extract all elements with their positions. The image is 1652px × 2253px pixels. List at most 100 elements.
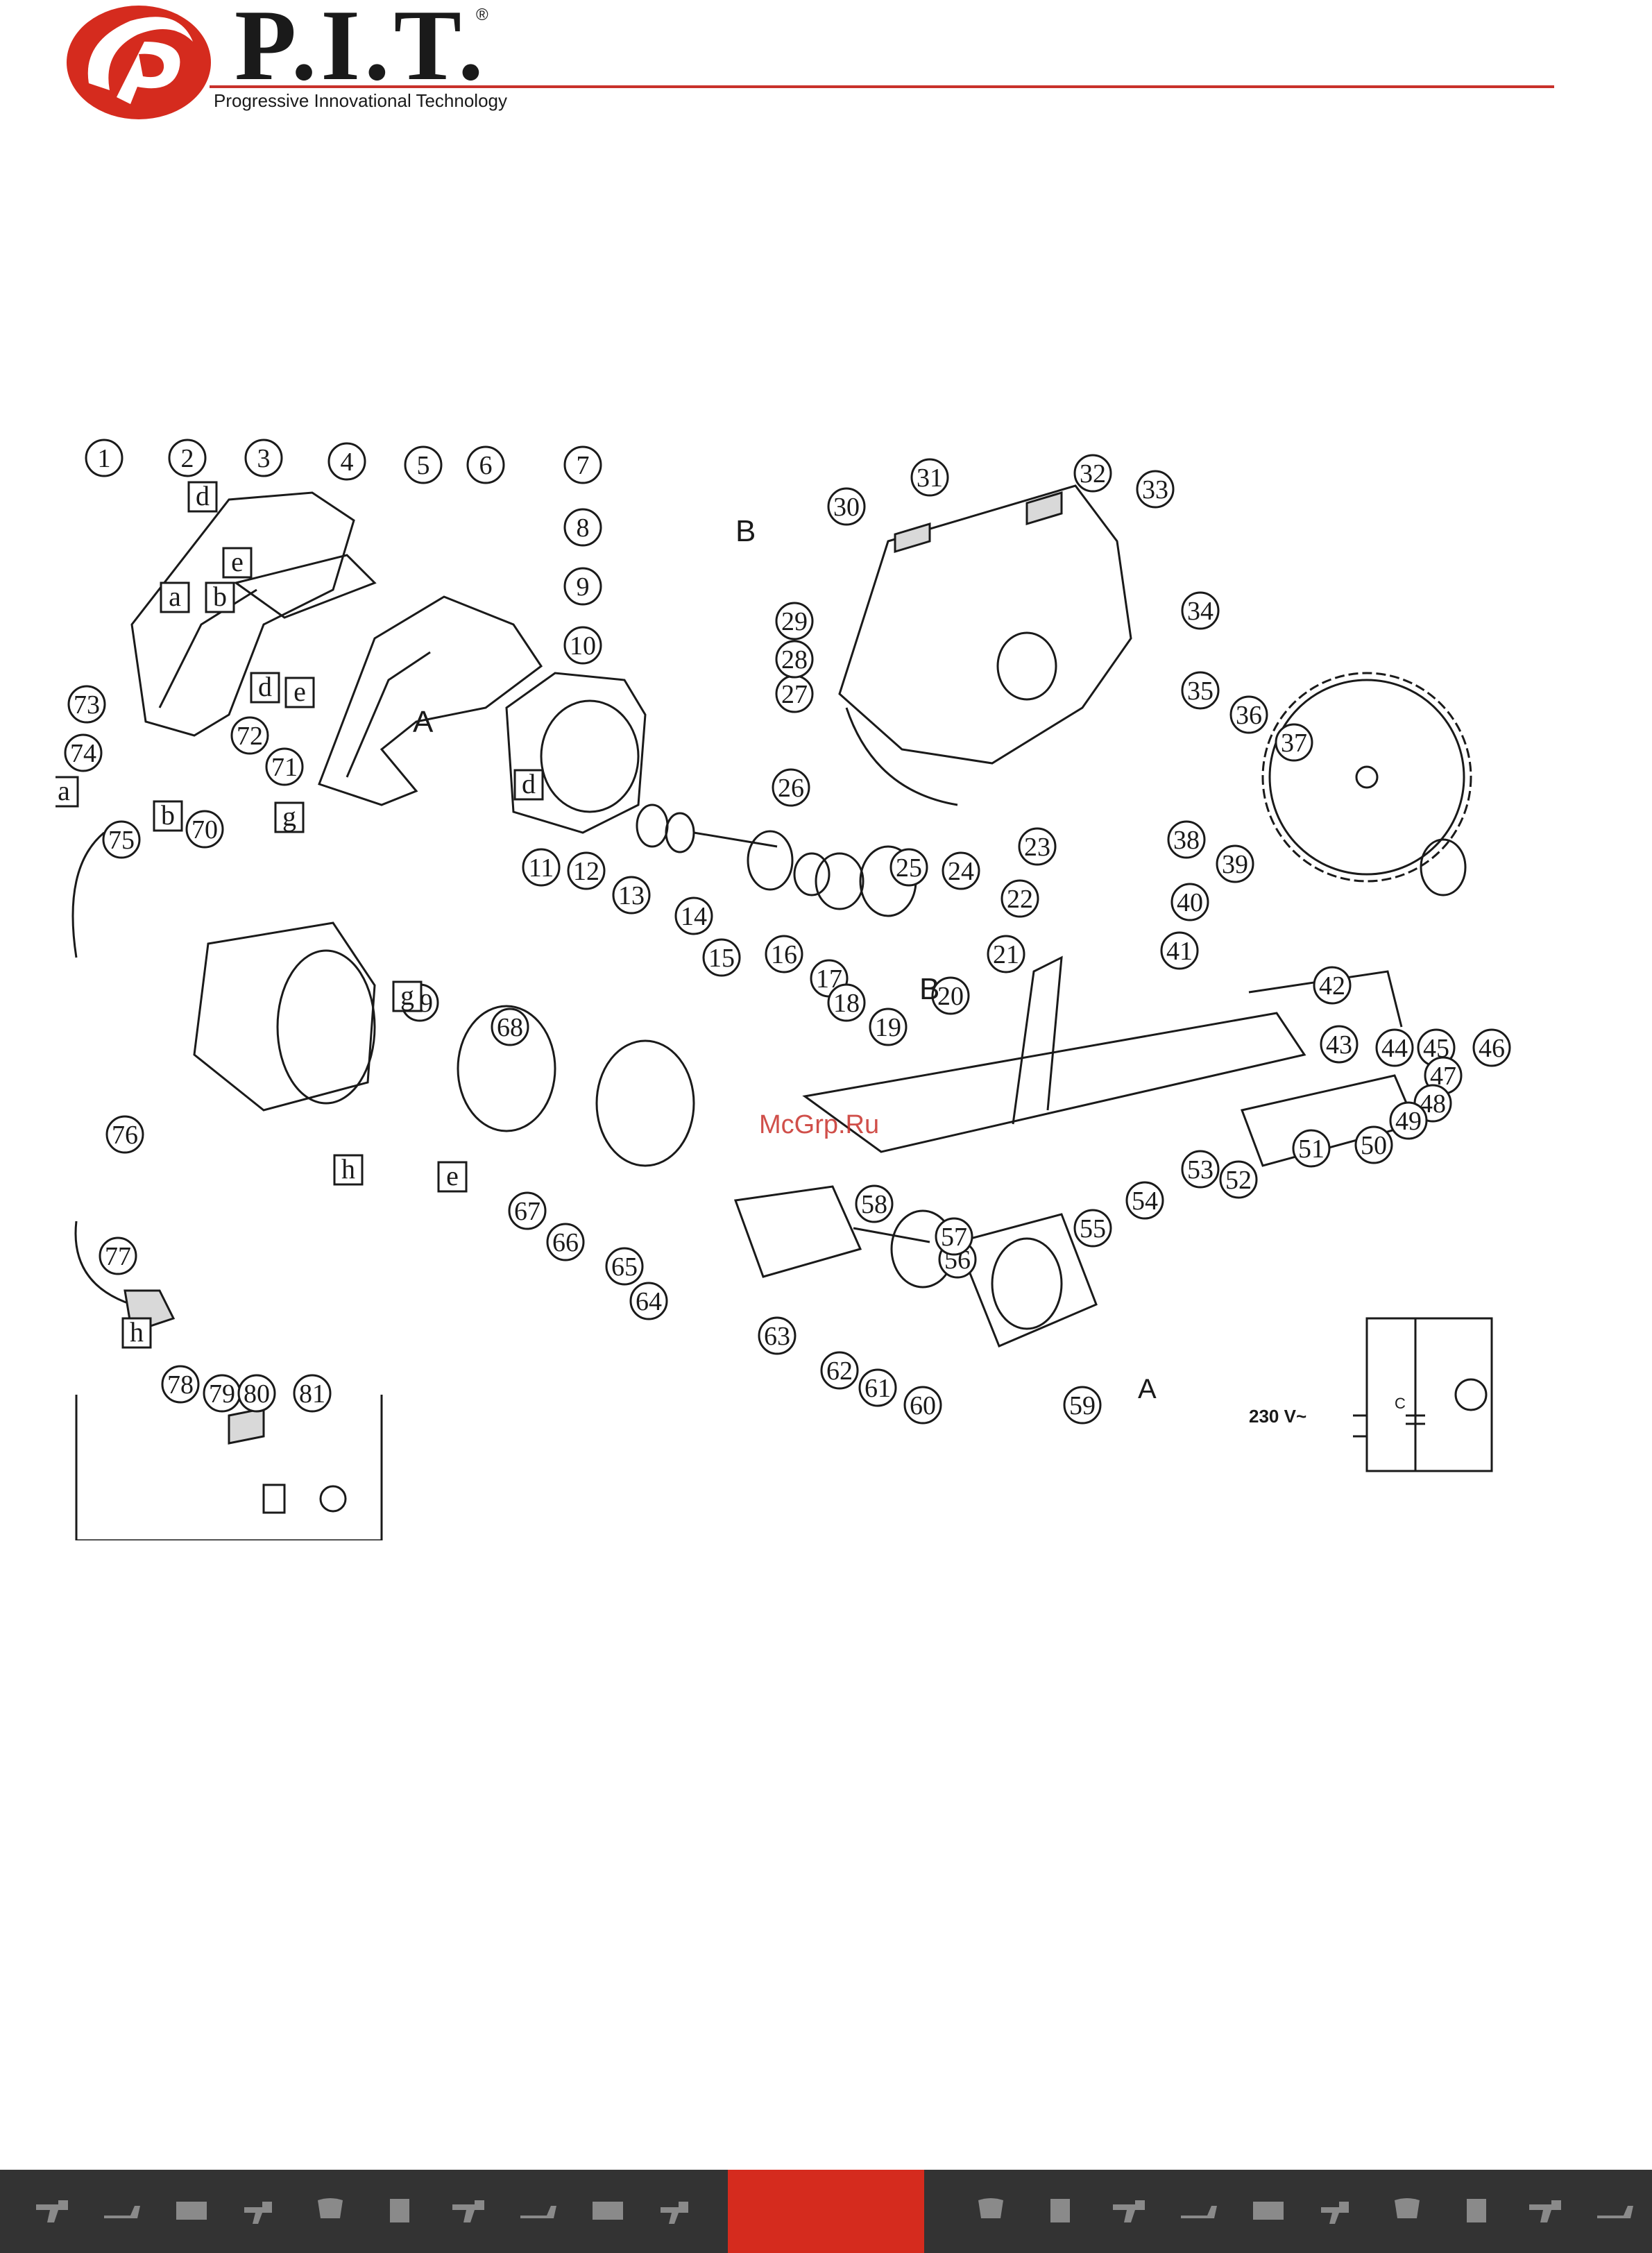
svg-text:35: 35 [1187, 677, 1214, 706]
connector-label-b-1: b [205, 581, 235, 613]
svg-text:49: 49 [1395, 1107, 1422, 1136]
svg-text:39: 39 [1222, 850, 1248, 879]
svg-text:5: 5 [417, 451, 430, 480]
parts-drawing [71, 484, 1493, 1540]
housing-left-drawing [130, 491, 377, 737]
svg-text:53: 53 [1187, 1155, 1214, 1184]
callout-73: 73 [67, 685, 106, 724]
svg-text:b: b [161, 799, 175, 831]
callout-13: 13 [612, 876, 651, 915]
callout-24: 24 [942, 851, 980, 890]
callout-3: 3 [244, 439, 283, 477]
callout-9: 9 [563, 567, 602, 606]
callout-80: 80 [237, 1374, 276, 1413]
callout-12: 12 [567, 851, 606, 890]
brand-name: P.I.T. [235, 0, 488, 101]
assembly-label-b2: B [919, 972, 939, 1006]
callout-76: 76 [105, 1115, 144, 1154]
svg-text:g: g [400, 980, 414, 1011]
callout-62: 62 [820, 1351, 859, 1390]
callout-40: 40 [1170, 883, 1209, 921]
svg-text:70: 70 [191, 815, 218, 844]
callout-66: 66 [546, 1223, 585, 1261]
connector-label-e-2: e [284, 676, 315, 708]
callout-34: 34 [1181, 591, 1220, 630]
svg-text:25: 25 [896, 853, 922, 883]
svg-text:34: 34 [1187, 597, 1214, 626]
svg-text:80: 80 [244, 1379, 270, 1409]
brand-tagline: Progressive Innovational Technology [214, 90, 508, 111]
svg-text:6: 6 [479, 451, 493, 480]
svg-text:78: 78 [167, 1370, 194, 1400]
connector-label-a-1: a [160, 581, 190, 613]
connector-label-e-3: e [437, 1160, 468, 1193]
callout-8: 8 [563, 508, 602, 547]
saw-blade-drawing [1261, 672, 1472, 896]
svg-text:72: 72 [237, 722, 263, 751]
svg-text:16: 16 [771, 940, 797, 969]
page-footer [0, 2170, 1652, 2253]
saw-icon [1597, 2206, 1633, 2218]
callout-32: 32 [1073, 454, 1112, 493]
callout-41: 41 [1160, 931, 1199, 970]
callout-38: 38 [1167, 820, 1206, 859]
assembly-label-b: B [735, 514, 756, 548]
svg-text:74: 74 [70, 739, 96, 768]
mixer-icon [318, 2198, 343, 2218]
connector-label-d-2: d [250, 671, 280, 704]
callout-78: 78 [161, 1365, 200, 1404]
svg-text:81: 81 [299, 1379, 325, 1409]
battery-icon [1050, 2199, 1070, 2222]
callout-39: 39 [1216, 844, 1254, 883]
svg-text:42: 42 [1319, 971, 1345, 1001]
callout-27: 27 [775, 674, 814, 713]
callout-25: 25 [889, 848, 928, 887]
svg-text:d: d [258, 671, 272, 702]
callout-7: 7 [563, 445, 602, 484]
svg-text:31: 31 [917, 464, 943, 493]
callout-2: 2 [168, 439, 207, 477]
battery-icon [1467, 2199, 1486, 2222]
connector-label-g-2: g [392, 980, 423, 1012]
svg-text:12: 12 [573, 857, 599, 886]
svg-text:55: 55 [1080, 1214, 1106, 1243]
generator-icon [1253, 2202, 1284, 2224]
callout-22: 22 [1000, 879, 1039, 918]
callout-43: 43 [1320, 1025, 1359, 1064]
callout-67: 67 [508, 1191, 547, 1230]
handle-drawing [318, 595, 543, 806]
connector-label-d-3: d [513, 768, 544, 801]
callout-21: 21 [987, 935, 1025, 974]
svg-text:a: a [169, 581, 181, 612]
assembly-label-a2: A [1138, 1374, 1157, 1404]
svg-text:e: e [293, 676, 306, 707]
callout-65: 65 [605, 1247, 644, 1286]
callout-50: 50 [1354, 1125, 1393, 1164]
generator-icon [593, 2202, 623, 2224]
callout-15: 15 [702, 938, 741, 977]
svg-text:22: 22 [1007, 885, 1033, 914]
motor-housing-drawing [505, 672, 647, 834]
svg-text:60: 60 [910, 1391, 936, 1420]
callout-29: 29 [775, 602, 814, 640]
callout-16: 16 [765, 935, 803, 974]
callout-49: 49 [1389, 1101, 1428, 1140]
callout-11: 11 [522, 848, 561, 887]
svg-text:8: 8 [577, 513, 590, 543]
connector-label-g-1: g [274, 801, 305, 833]
connector-label-a-2: a [56, 775, 79, 808]
svg-text:b: b [213, 581, 227, 612]
callout-46: 46 [1472, 1028, 1511, 1067]
svg-text:79: 79 [209, 1379, 235, 1409]
svg-text:50: 50 [1361, 1131, 1387, 1160]
connector-label-d-1: d [187, 480, 218, 513]
shaft-gear-drawing [636, 804, 917, 917]
mixer-icon [978, 2198, 1003, 2218]
brush-kit-drawing [75, 1395, 383, 1540]
svg-text:33: 33 [1142, 475, 1168, 504]
svg-text:46: 46 [1479, 1034, 1505, 1063]
svg-text:62: 62 [826, 1357, 853, 1386]
svg-text:71: 71 [271, 753, 298, 782]
